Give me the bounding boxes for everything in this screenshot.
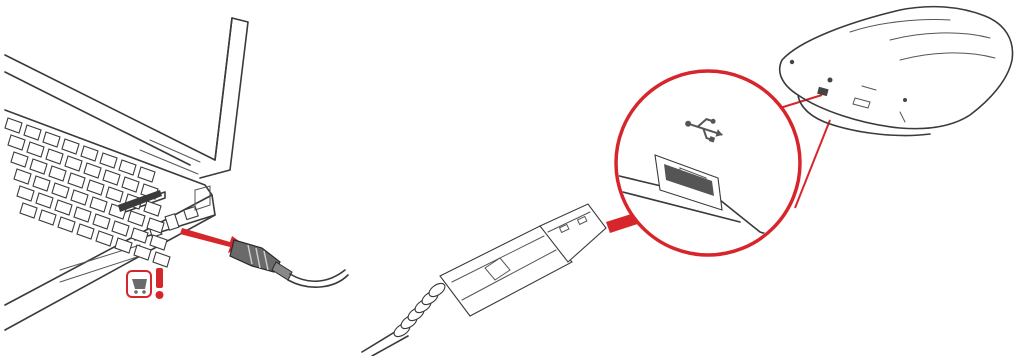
keyboard-key: [30, 159, 47, 174]
keyboard-key: [93, 214, 110, 229]
keyboard-key: [138, 167, 155, 182]
keyboard-key: [27, 142, 44, 157]
keyboard-key: [81, 146, 98, 161]
keyboard-key: [150, 235, 167, 250]
keyboard-key: [58, 217, 75, 232]
keyboard-key: [153, 252, 170, 267]
laptop-usb-plug: [230, 240, 348, 287]
keyboard-key: [87, 180, 104, 195]
keyboard-key: [65, 156, 82, 171]
keyboard-key: [112, 221, 129, 236]
keyboard-key: [17, 186, 34, 201]
keyboard-key: [90, 197, 107, 212]
keyboard-key: [68, 173, 85, 188]
keyboard-key: [84, 163, 101, 178]
keyboard-key: [147, 218, 164, 233]
keyboard-key: [71, 190, 88, 205]
keyboard-key: [14, 169, 31, 184]
keyboard-key: [24, 125, 41, 140]
keyboard-key: [52, 183, 69, 198]
keyboard-key: [36, 193, 53, 208]
keyboard-key: [46, 149, 63, 164]
keyboard-key: [106, 187, 123, 202]
keyboard-key: [96, 231, 113, 246]
usb-cable-illustration: [362, 204, 606, 356]
keyboard-key: [11, 152, 28, 167]
keyboard-key: [103, 170, 120, 185]
keyboard-key: [77, 224, 94, 239]
keyboard-key: [39, 210, 56, 225]
keyboard-key: [115, 238, 132, 253]
external-drive-illustration: [780, 7, 1013, 136]
keyboard-key: [43, 132, 60, 147]
keyboard-key: [122, 177, 139, 192]
keyboard-key: [20, 203, 37, 218]
keyboard-key: [49, 166, 66, 181]
keyboard-key: [33, 176, 50, 191]
warning-exclamation-icon: [127, 268, 164, 299]
keyboard-key: [8, 135, 25, 150]
keyboard-key: [74, 207, 91, 222]
keyboard-key: [62, 139, 79, 154]
keyboard-key: [119, 160, 136, 175]
port-detail-magnifier: [615, 71, 830, 255]
keyboard-key: [55, 200, 72, 215]
keyboard-key: [5, 118, 22, 133]
keyboard-key: [128, 211, 145, 226]
keyboard-key: [100, 153, 117, 168]
keyboard-key: [144, 201, 161, 216]
